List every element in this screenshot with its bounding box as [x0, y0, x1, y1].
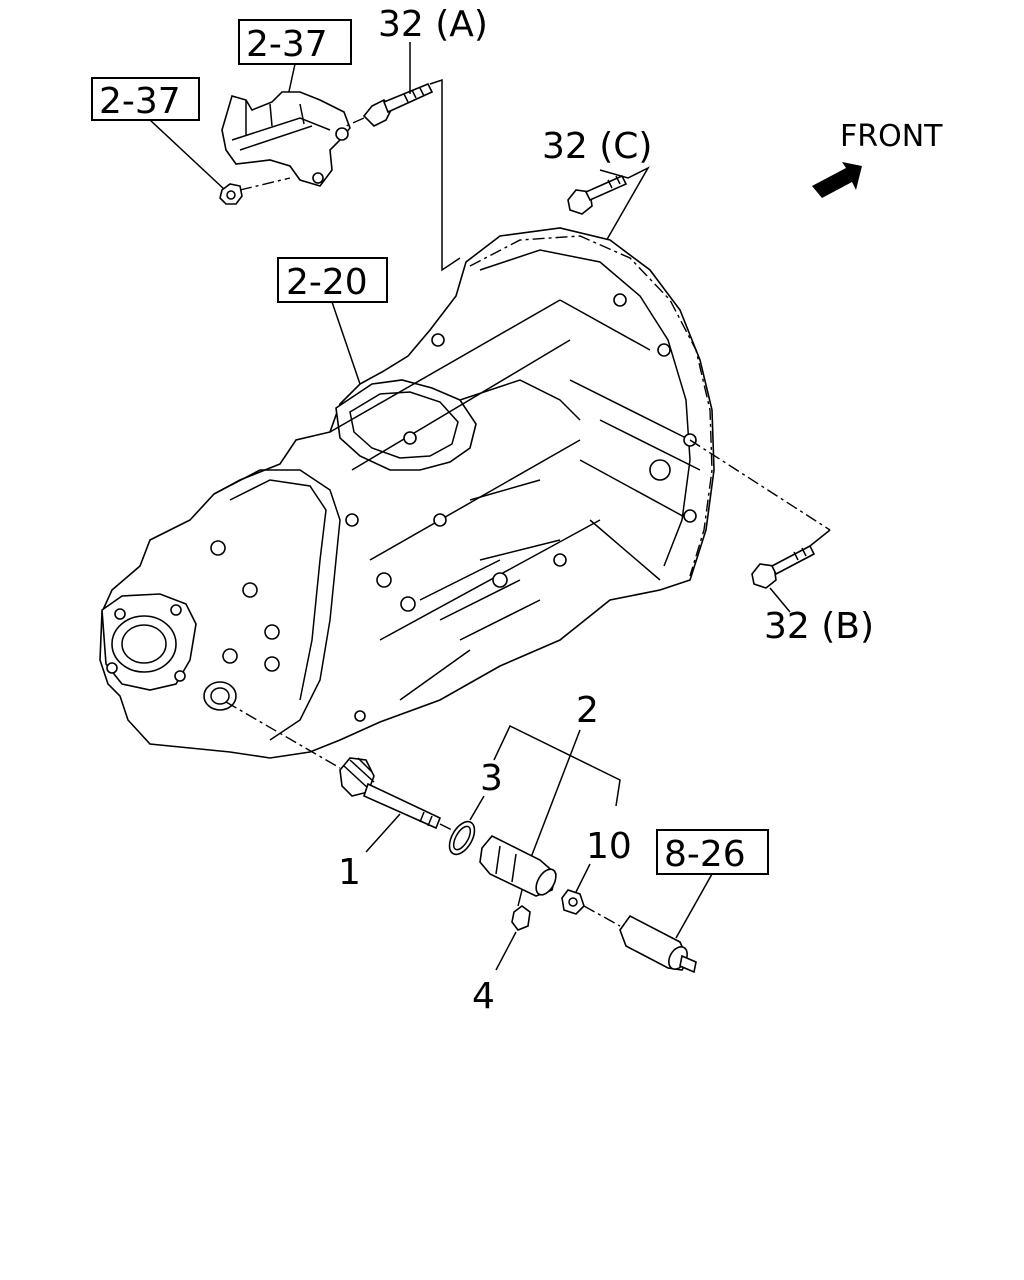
oil-seal [561, 889, 585, 915]
callout-bolt-b: 32 (B) [764, 606, 874, 647]
ref-box-housing[interactable]: 2-20 [277, 257, 388, 303]
callout-item-1: 1 [338, 852, 361, 893]
callout-bolt-a: 32 (A) [378, 4, 488, 45]
o-ring [448, 820, 476, 856]
callout-item-3: 3 [480, 758, 503, 799]
front-arrow-icon [812, 162, 862, 198]
speed-sensor [619, 914, 697, 974]
ref-box-bracket-upper-label: 2-37 [246, 24, 328, 65]
mounting-bracket [221, 91, 351, 187]
ref-box-housing-label: 2-20 [286, 262, 368, 303]
driven-gear-shaft [339, 757, 442, 830]
front-label: FRONT [840, 119, 943, 154]
ref-box-bracket-lower[interactable]: 2-37 [91, 77, 200, 122]
callout-item-10: 10 [586, 826, 632, 867]
ref-box-bracket-lower-label: 2-37 [99, 81, 181, 122]
transmission-housing [99, 227, 715, 759]
ref-box-sensor[interactable]: 8-26 [656, 829, 769, 875]
lock-bolt [511, 889, 531, 931]
callout-bolt-c: 32 (C) [542, 126, 652, 167]
bracket-nut [219, 183, 243, 205]
bolt-a [362, 82, 434, 127]
ref-box-sensor-label: 8-26 [664, 834, 746, 875]
bolt-c [567, 174, 628, 215]
sleeve [479, 835, 557, 897]
bolt-b [751, 544, 816, 589]
callout-item-4: 4 [472, 976, 495, 1017]
callout-item-2: 2 [576, 690, 599, 731]
ref-box-bracket-upper[interactable]: 2-37 [238, 19, 352, 65]
